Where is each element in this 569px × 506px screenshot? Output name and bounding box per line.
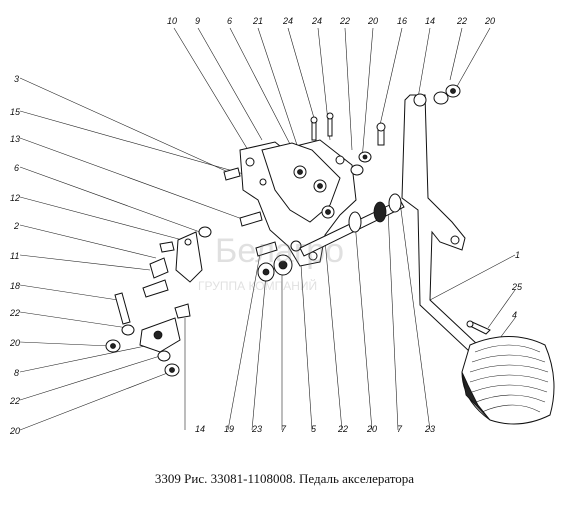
callout-15: 15: [10, 107, 21, 117]
callout-12: 12: [10, 193, 20, 203]
callout-4: 4: [512, 310, 517, 320]
callout-20-left-low: 20: [9, 426, 20, 436]
callout-16: 16: [397, 16, 407, 26]
callout-6-left: 6: [14, 163, 19, 173]
fasteners-top: [310, 84, 461, 176]
callout-1: 1: [515, 250, 520, 260]
watermark-line1: Белагро: [215, 232, 344, 270]
callout-22-left: 22: [9, 308, 20, 318]
callout-20-top: 20: [367, 16, 378, 26]
callout-13: 13: [10, 134, 20, 144]
callout-10: 10: [167, 16, 177, 26]
callout-2: 2: [13, 221, 19, 231]
callout-20-top-right: 20: [484, 16, 495, 26]
callout-22-bottom: 22: [337, 424, 348, 434]
cotter-pin: [466, 320, 491, 335]
callout-23-bottom-a: 23: [251, 424, 262, 434]
callout-11: 11: [10, 251, 19, 261]
callout-24-a: 24: [282, 16, 293, 26]
figure-caption: 3309 Рис. 33081-1108008. Педаль акселера…: [154, 471, 415, 486]
callout-18: 18: [10, 281, 20, 291]
callout-22-top-right: 22: [456, 16, 467, 26]
callout-8: 8: [14, 368, 19, 378]
shaft: [299, 193, 405, 257]
callout-19: 19: [224, 424, 234, 434]
callout-14-bottom: 14: [195, 424, 205, 434]
callout-labels: 10 9 6 21 24 24 22 20 16 14 22 20 3 15 1…: [9, 16, 523, 436]
callout-22-left-low: 22: [9, 396, 20, 406]
callout-14-top: 14: [425, 16, 435, 26]
pedal-pad: [461, 336, 555, 425]
callout-24-b: 24: [311, 16, 322, 26]
callout-6-top: 6: [227, 16, 232, 26]
callout-7-bottom-a: 7: [281, 424, 287, 434]
callout-20-bottom: 20: [366, 424, 377, 434]
callout-21: 21: [252, 16, 263, 26]
watermark-logo: Белагро ГРУППА КОМПАНИЙ: [198, 232, 344, 293]
callout-25: 25: [511, 282, 523, 292]
watermark-line2: ГРУППА КОМПАНИЙ: [198, 278, 317, 293]
pedal-arm: [401, 93, 479, 353]
callout-22-top: 22: [339, 16, 350, 26]
callout-23-bottom-b: 23: [424, 424, 435, 434]
callout-7-bottom-b: 7: [397, 424, 403, 434]
callout-3: 3: [14, 74, 19, 84]
callout-9: 9: [195, 16, 200, 26]
leader-lines: [19, 27, 516, 431]
callout-20-left: 20: [9, 338, 20, 348]
mounting-bracket: [239, 139, 357, 267]
linkage-assembly: [105, 167, 293, 377]
callout-5: 5: [311, 424, 317, 434]
